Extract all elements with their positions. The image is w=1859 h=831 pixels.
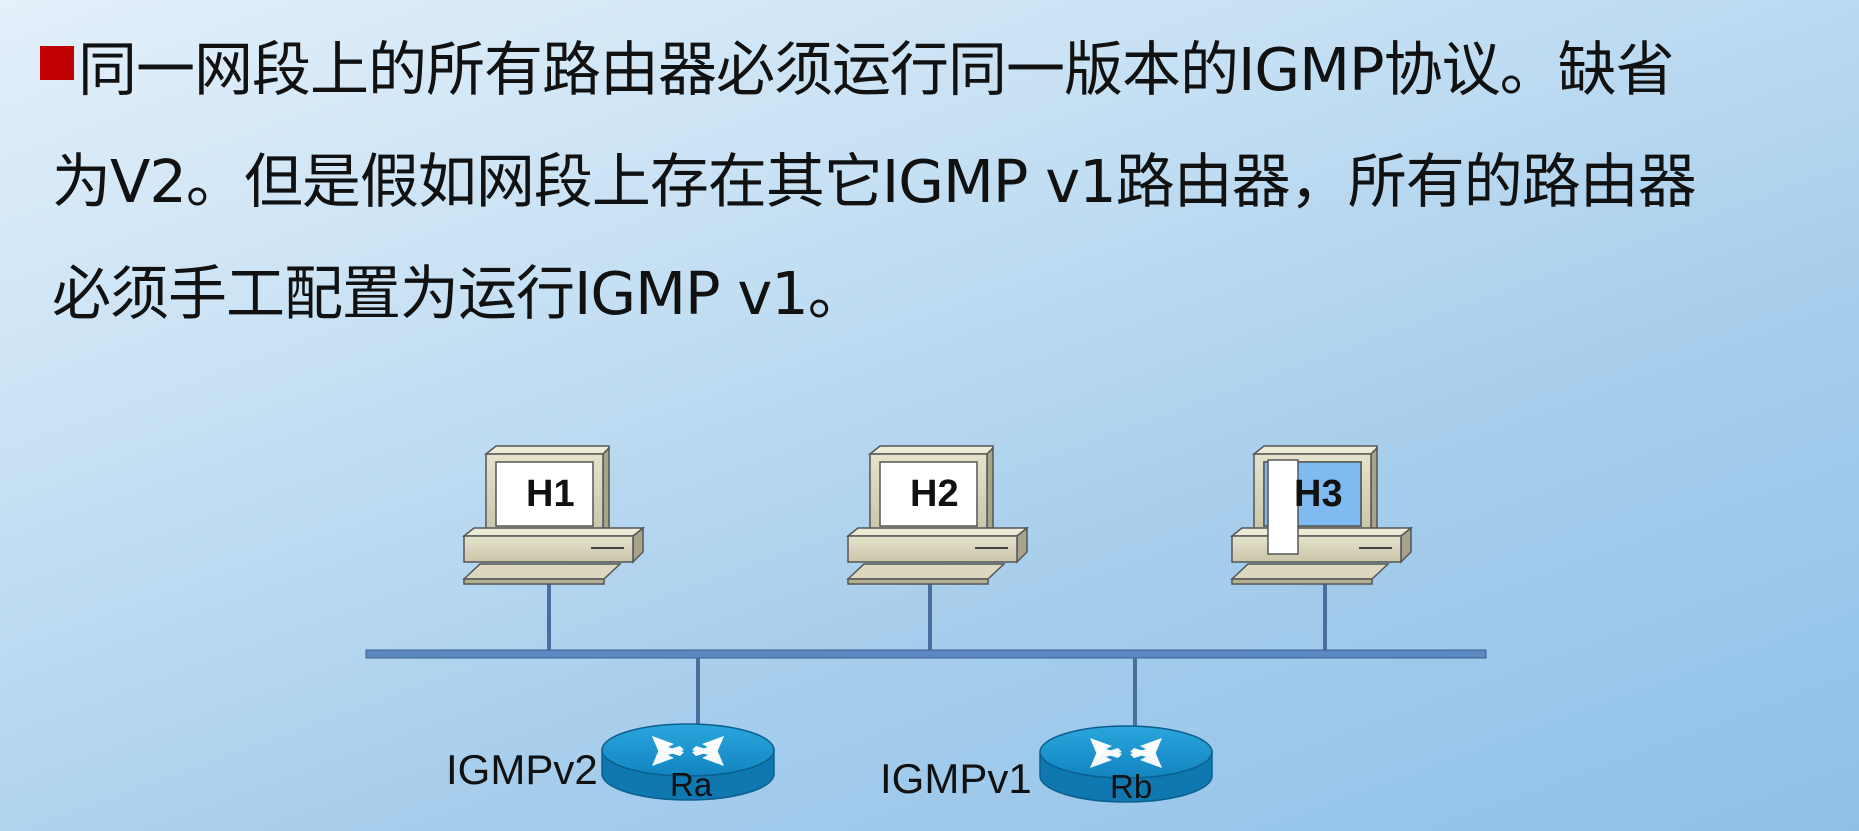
- host-label-h2: H2: [910, 473, 959, 515]
- host-h3-computer-icon: H3: [1231, 445, 1412, 585]
- router-label-ra: Ra: [670, 766, 713, 803]
- h3-open-window-icon: [1267, 459, 1299, 555]
- router-rb-protocol-label: IGMPv1: [880, 755, 1032, 802]
- bullet-line-1: 同一网段上的所有路由器必须运行同一版本的IGMP协议。缺省: [40, 14, 1830, 126]
- host-label-h1: H1: [526, 473, 575, 515]
- router-ra-protocol-label: IGMPv2: [446, 746, 598, 793]
- bullet-line-2: 为V2。但是假如网段上存在其它IGMP v1路由器，所有的路由器: [52, 147, 1697, 216]
- host-h2-computer-icon: H2: [847, 445, 1028, 585]
- router-ra-icon: Ra: [601, 723, 775, 803]
- host-label-h3: H3: [1294, 473, 1343, 515]
- router-label-rb: Rb: [1110, 768, 1152, 805]
- bullet-text-line-1: 同一网段上的所有路由器必须运行同一版本的IGMP协议。缺省: [78, 35, 1675, 104]
- bullet-square-icon: [40, 46, 74, 80]
- network-bus-line: [365, 649, 1487, 659]
- router-rb-icon: Rb: [1039, 725, 1213, 805]
- host-h1-computer-icon: H1: [463, 445, 644, 585]
- bullet-line-3: 必须手工配置为运行IGMP v1。: [52, 259, 867, 328]
- bullet-paragraph: 同一网段上的所有路由器必须运行同一版本的IGMP协议。缺省 为V2。但是假如网段…: [40, 14, 1830, 350]
